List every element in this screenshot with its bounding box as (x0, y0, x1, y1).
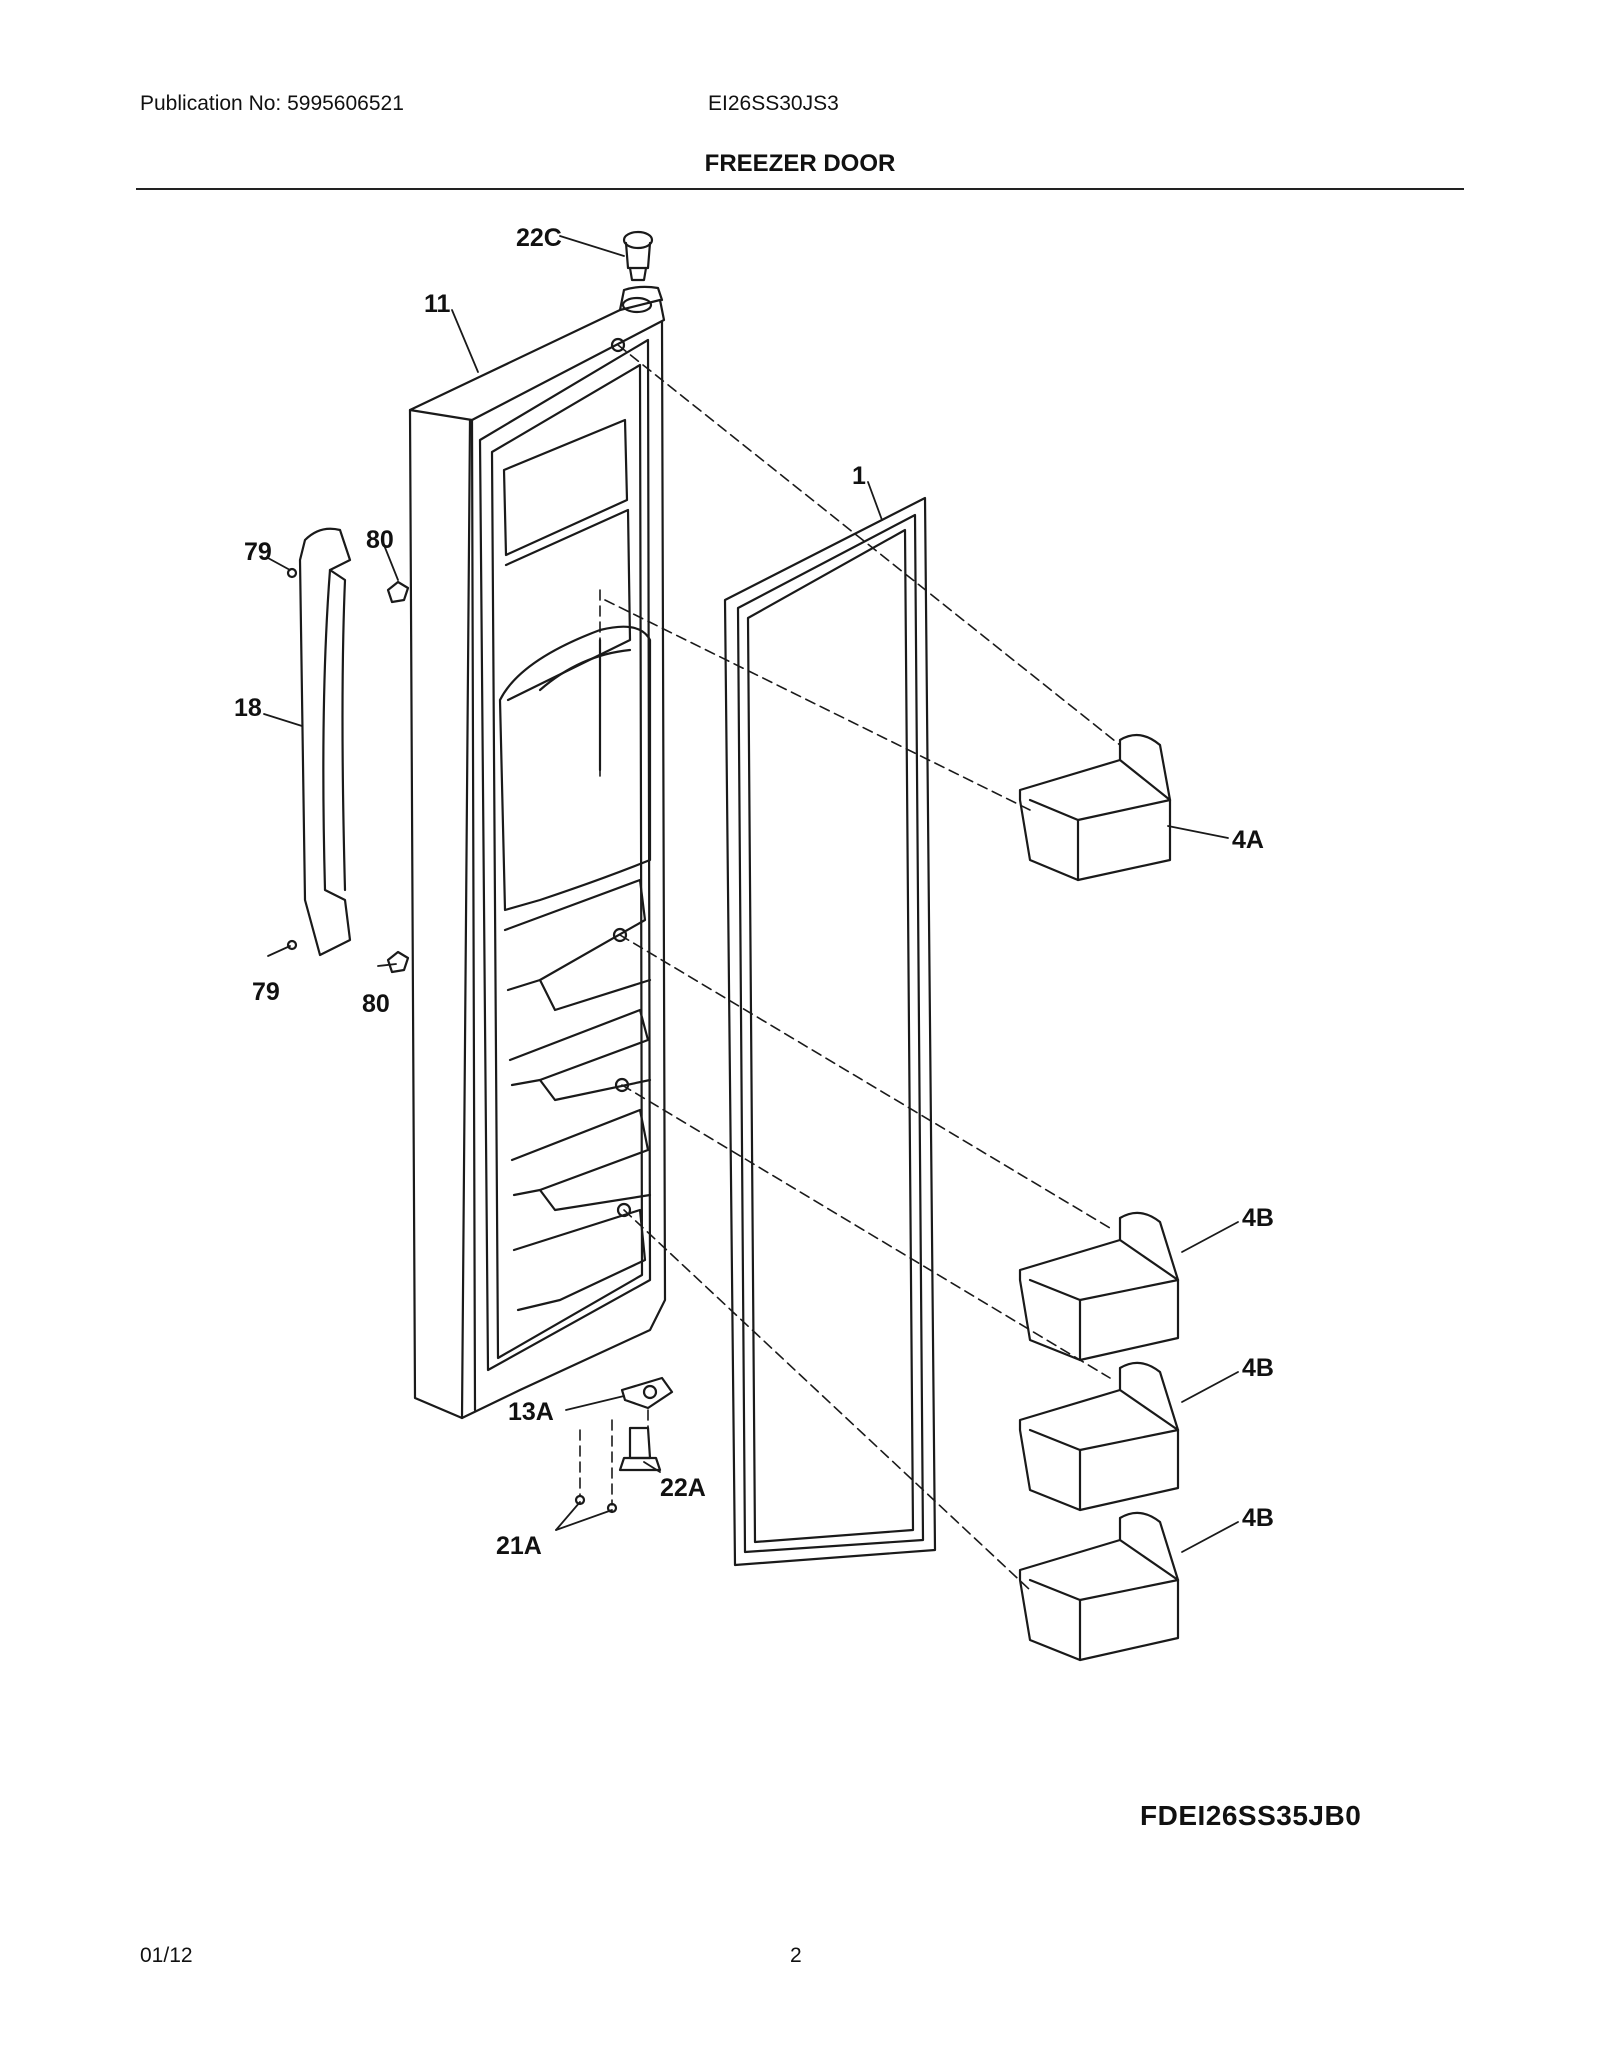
callout-4B-2: 4B (1242, 1354, 1274, 1382)
callout-1: 1 (852, 462, 866, 490)
part-79-screws (286, 567, 298, 951)
part-18-door-handle (298, 527, 352, 957)
header-divider (136, 188, 1464, 190)
part-1-door-gasket (723, 496, 937, 1567)
part-80-clips (386, 580, 410, 974)
part-4A-upper-bin (1018, 733, 1172, 882)
model-number: EI26SS30JS3 (708, 92, 839, 115)
callout-4B-3: 4B (1242, 1504, 1274, 1532)
assembly-guide-lines (579, 344, 1121, 1591)
part-4B-bin-1 (1018, 1211, 1180, 1362)
diagram-id: FDEI26SS35JB0 (1140, 1800, 1362, 1831)
callout-13A: 13A (508, 1398, 554, 1426)
part-4B-bin-3 (1018, 1511, 1180, 1662)
publication-number: Publication No: 5995606521 (140, 92, 404, 115)
page-title: FREEZER DOOR (704, 150, 896, 177)
callout-4B-1: 4B (1242, 1204, 1274, 1232)
part-4B-bin-2 (1018, 1361, 1180, 1512)
callout-80-upper: 80 (366, 526, 394, 554)
callout-18: 18 (234, 694, 262, 722)
callout-22C: 22C (516, 224, 562, 252)
part-22C-hinge-bushing (622, 230, 654, 282)
callout-79-upper: 79 (244, 538, 272, 566)
part-13A-bracket (620, 1376, 674, 1410)
footer-date: 01/12 (140, 1944, 193, 1967)
page-number: 2 (790, 1944, 802, 1967)
part-11-door-body (408, 285, 667, 1420)
callout-79-lower: 79 (252, 978, 280, 1006)
callout-80-lower: 80 (362, 990, 390, 1018)
callout-22A: 22A (660, 1474, 706, 1502)
callout-21A: 21A (496, 1532, 542, 1560)
part-21A-screws (574, 1494, 618, 1514)
callout-11: 11 (424, 290, 451, 318)
callout-leaders (263, 235, 1239, 1553)
callout-4A: 4A (1232, 826, 1264, 854)
part-22A-hinge-pin (618, 1426, 662, 1472)
